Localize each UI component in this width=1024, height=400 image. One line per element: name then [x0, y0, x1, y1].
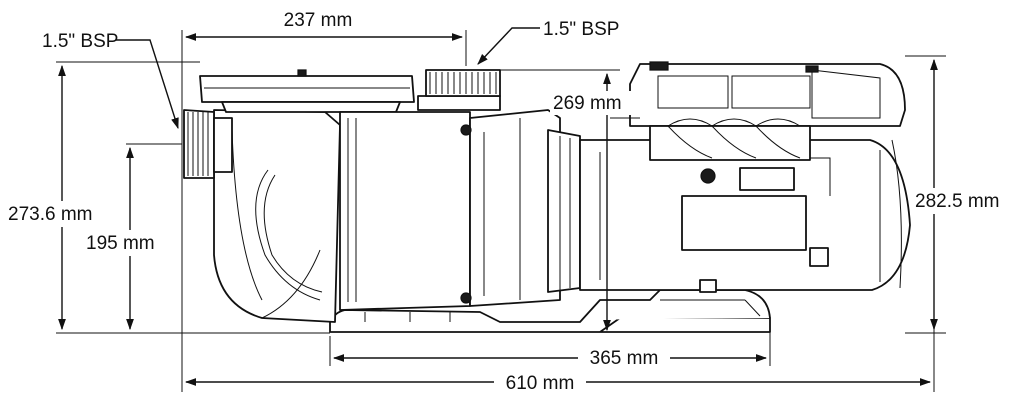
dimension-inlet-center-height: 195 mm [82, 146, 170, 331]
pump-outline [183, 61, 911, 333]
motor-height-label: 282.5 mm [915, 191, 999, 212]
outlet-thread-leader [477, 27, 540, 65]
dimension-outlet-height: 269 mm [550, 72, 632, 332]
base-width-label: 365 mm [590, 348, 659, 369]
outlet-height-label: 269 mm [553, 93, 622, 114]
inlet-center-height-label: 195 mm [86, 233, 155, 254]
inlet-total-height-label: 273.6 mm [8, 204, 92, 225]
inlet-thread-callout: 1.5" BSP [42, 31, 179, 130]
top-width-label: 237 mm [284, 10, 353, 31]
dimension-motor-height: 282.5 mm [912, 58, 1020, 331]
total-length-label: 610 mm [506, 373, 575, 394]
outlet-thread-label: 1.5" BSP [543, 19, 619, 40]
dimension-inlet-total-height: 273.6 mm [4, 64, 108, 331]
dimension-total-length: 610 mm [184, 368, 932, 394]
outlet-thread-callout: 1.5" BSP [477, 19, 619, 65]
inlet-thread-leader [116, 39, 179, 130]
inlet-thread-label: 1.5" BSP [42, 31, 118, 52]
dimension-base-width: 365 mm [332, 344, 768, 370]
dimension-top-width: 237 mm [184, 6, 464, 41]
